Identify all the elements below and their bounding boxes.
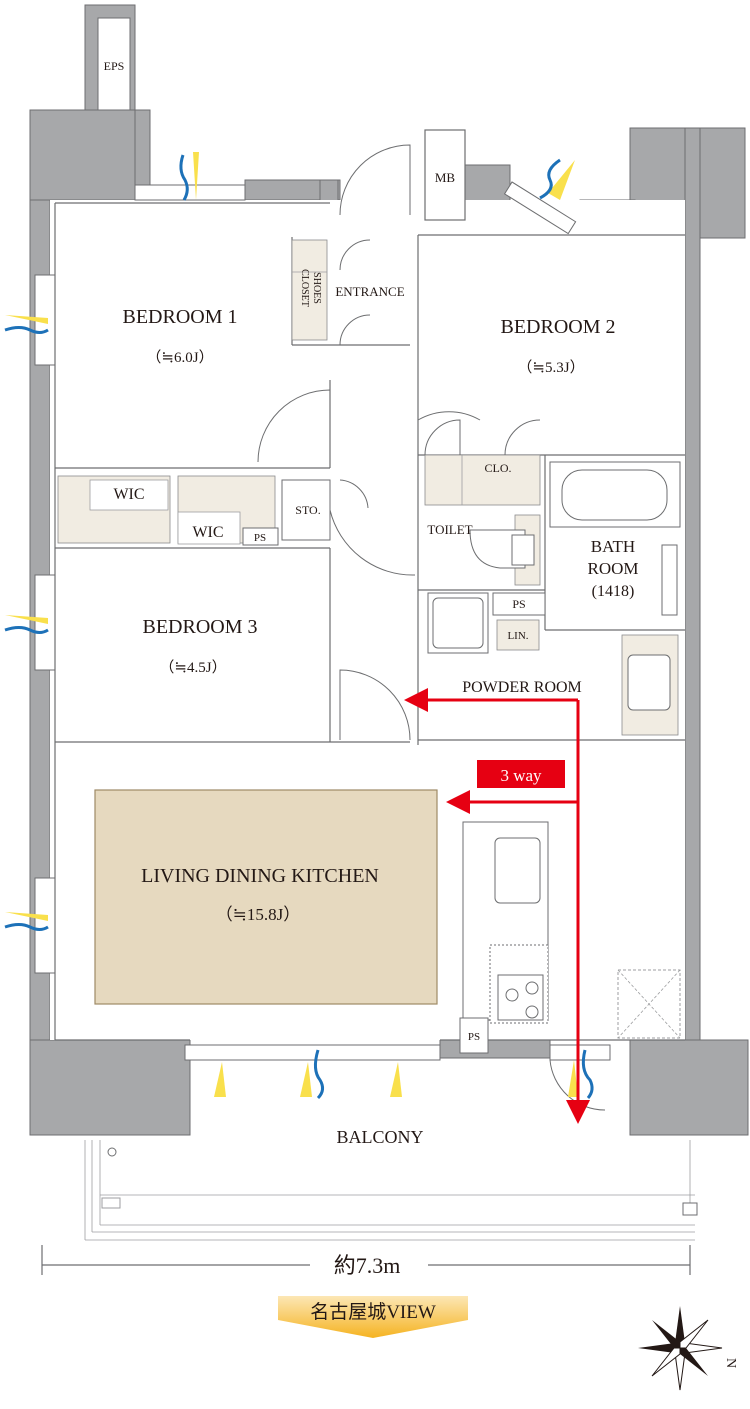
- fridge-space: [617, 969, 681, 1039]
- mb-label: MB: [435, 170, 456, 185]
- ldk-size: （≒15.8J）: [216, 905, 301, 924]
- bedroom1-label: BEDROOM 1: [122, 306, 237, 328]
- three-way-arrows: [404, 688, 590, 1124]
- compass-n-label: N: [723, 1358, 738, 1368]
- bathroom-label-1: BATH: [591, 537, 635, 556]
- ldk-floor: [94, 789, 438, 1005]
- clo-label: CLO.: [485, 461, 512, 475]
- view-label: 名古屋城VIEW: [310, 1301, 436, 1323]
- ventilation-indicators: [4, 152, 594, 1100]
- ldk-label: LIVING DINING KITCHEN: [141, 865, 379, 887]
- balcony-label: BALCONY: [336, 1127, 423, 1147]
- wic2-label: WIC: [192, 524, 223, 541]
- ps2-label: PS: [512, 597, 525, 611]
- balcony-area: [84, 1140, 698, 1241]
- bedroom1-size: （≒6.0J）: [146, 349, 213, 366]
- bedroom2-size: （≒5.3J）: [517, 359, 584, 376]
- kitchen-counter: [459, 821, 549, 1054]
- shoes-closet: [291, 239, 328, 341]
- powder-room-label: POWDER ROOM: [462, 679, 582, 696]
- mb-shaft: [424, 129, 466, 221]
- entrance-label: ENTRANCE: [335, 284, 404, 299]
- windows: [34, 181, 611, 1061]
- wic1-label: WIC: [113, 486, 144, 503]
- three-way-badge: [477, 760, 565, 788]
- wic-cabinets: [57, 475, 331, 546]
- shoes-closet-label-2: CLOSET: [299, 269, 310, 307]
- dimension-label: 約7.3m: [334, 1253, 401, 1278]
- clo-cabinet: [424, 454, 541, 506]
- sto-label: STO.: [295, 503, 320, 517]
- shoes-closet-label-1: SHOES: [311, 272, 322, 304]
- view-arrow: [278, 1296, 468, 1338]
- eps-label: EPS: [104, 59, 125, 73]
- bedroom3-label: BEDROOM 3: [142, 616, 257, 638]
- lin-label: LIN.: [507, 630, 528, 642]
- ps1-label: PS: [254, 532, 266, 544]
- bathroom-label-3: (1418): [592, 583, 635, 600]
- toilet-fixture: [469, 514, 541, 586]
- doors: [257, 144, 606, 1111]
- bathroom-label-2: ROOM: [587, 559, 638, 578]
- compass-icon: [638, 1306, 723, 1391]
- dimension-line: [41, 1245, 691, 1275]
- three-way-label: 3 way: [500, 766, 542, 785]
- toilet-label: TOILET: [427, 522, 472, 537]
- powder-fixtures: [427, 592, 679, 736]
- bathtub: [549, 461, 681, 616]
- ps3-label: PS: [468, 1031, 480, 1043]
- bedroom3-size: （≒4.5J）: [159, 659, 226, 676]
- bedroom2-label: BEDROOM 2: [500, 316, 615, 338]
